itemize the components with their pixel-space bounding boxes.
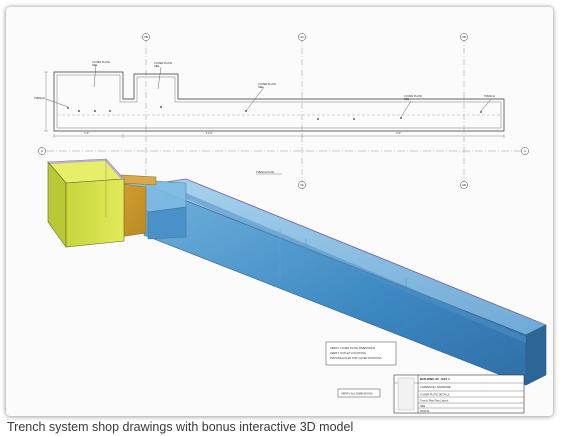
grid-bubble-3c-bottom [298, 181, 306, 189]
cover-plate-label-3: COVER PLATE [258, 82, 276, 86]
dim-b: 13'-9" [206, 131, 213, 135]
grid-label-3c: 3C [300, 35, 305, 39]
grid-bubble-a-right [521, 147, 529, 155]
cover-plate-sub: SEE [92, 63, 97, 67]
title-block-field-4: 05/2014 [420, 409, 430, 413]
title-block: BUILDING 90 - BAY 1 LAWRENCE LIVERMORE C… [393, 374, 525, 414]
cover-plate-label-4: COVER PLATE [404, 94, 422, 98]
dim-c: 3'-0" [396, 131, 401, 135]
grid-label-3d: 3D [462, 35, 467, 39]
trench-ref-left: TRENCH [34, 96, 45, 100]
grid-bubbles: 3B 3C 3D 3C 3D A A [38, 33, 529, 189]
grid-bubble-a [38, 147, 46, 155]
cover-plate-label-2: COVER PLATE [154, 61, 172, 65]
title-block-sub: LAWRENCE LIVERMORE [420, 385, 451, 389]
grid-bubble-3d [460, 33, 468, 41]
dim-a: 7'-0" [84, 131, 89, 135]
notes-box: VERIFY COVER PLATE DIMENSIONS VERIFY OUT… [325, 341, 397, 366]
note-2: VERIFY OUTLET LOCATIONS [330, 351, 366, 355]
note-1: VERIFY COVER PLATE DIMENSIONS [330, 346, 375, 350]
title-block-heading: BUILDING 90 - BAY 1 [420, 377, 450, 381]
grid-label-3d-bottom: 3D [462, 183, 467, 187]
cover-plate-sub-4: SEE [404, 97, 409, 101]
grid-bubble-3b [142, 33, 150, 41]
shop-drawing[interactable]: COVER PLATE SEE COVER PLATE SEE COVER PL… [6, 7, 553, 416]
trench-ref-right: TRENCH [484, 94, 495, 98]
verify-box: VERIFY ALL DIMENSIONS [337, 388, 381, 398]
grid-label-3c-bottom: 3C [300, 183, 305, 187]
plan-fixing-points [67, 106, 482, 120]
grid-label-3b: 3B [144, 35, 148, 39]
image-caption: Trench system shop drawings with bonus i… [7, 420, 354, 434]
title-block-field-3: SEE [420, 404, 425, 408]
title-block-field-2: Trench Plan Plan Layout [420, 399, 449, 403]
grid-bubble-3c [298, 33, 306, 41]
title-block-logo [397, 377, 415, 411]
image-card: COVER PLATE SEE COVER PLATE SEE COVER PL… [6, 7, 553, 416]
grid-label-a-right: A [524, 149, 526, 153]
title-block-field-1: COVER PLATE DETAILS [420, 393, 450, 397]
grid-label-a: A [41, 149, 43, 153]
cover-plate-label: COVER PLATE [92, 60, 110, 64]
trench-3d-model[interactable] [47, 158, 547, 386]
verify-note: VERIFY ALL DIMENSIONS [341, 392, 373, 396]
cover-plate-sub-3: SEE [258, 85, 263, 89]
cover-plate-sub-2: SEE [154, 64, 159, 68]
note-3: PROVIDE HOLES FOR COVER FIXATIONS [330, 356, 382, 360]
plan-view [44, 37, 521, 185]
plan-title: TRENCH PLAN [256, 170, 274, 174]
grid-bubble-3d-bottom [460, 181, 468, 189]
